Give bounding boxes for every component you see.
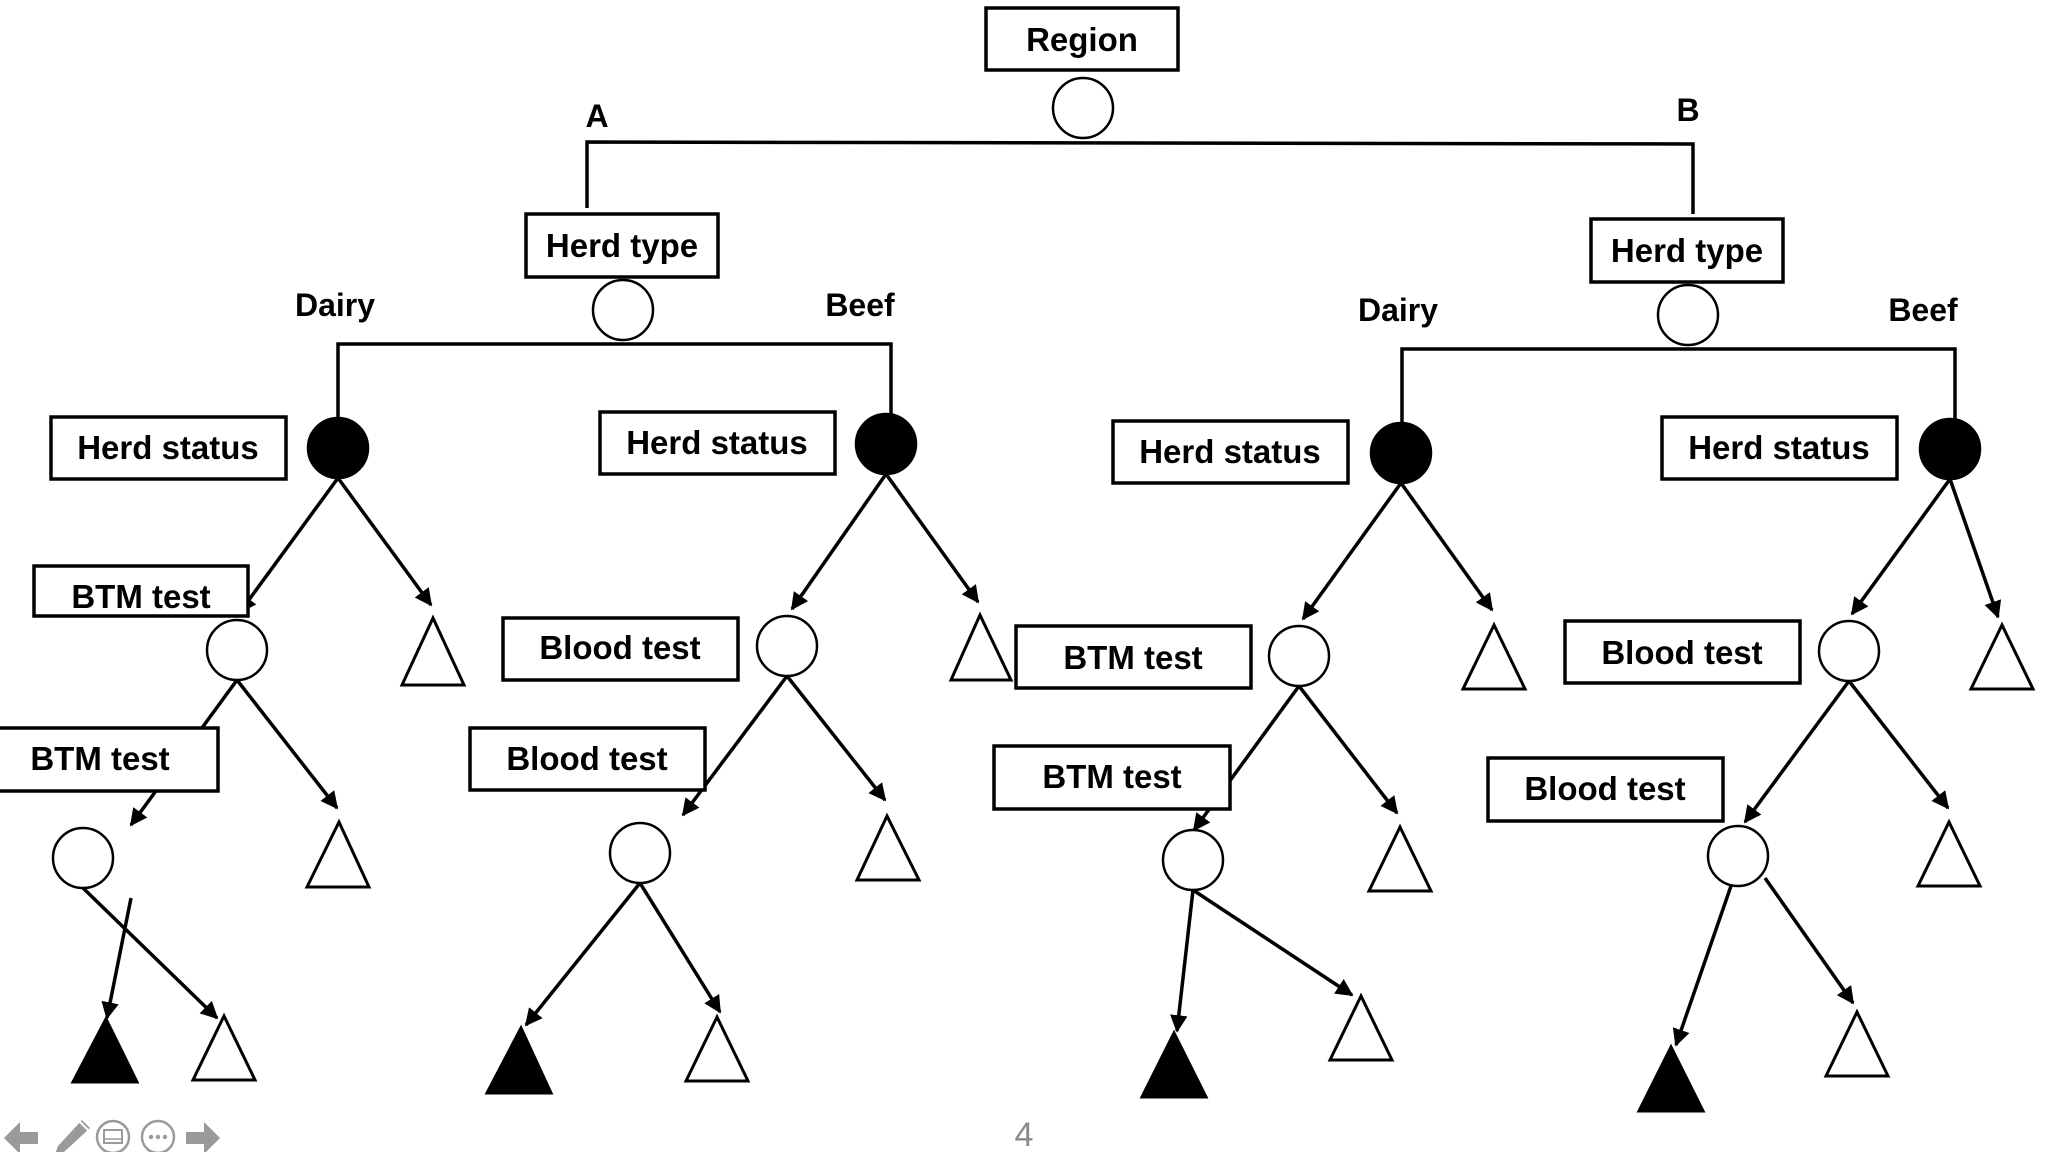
right-beef-branch: Herd status Blood test Blood test	[1486, 415, 2036, 1113]
left-herd-type-node: Herd type	[524, 212, 720, 342]
left-beef-branch: Herd status Blood test Blood test	[468, 410, 1014, 1095]
left-beef-test1-outcome-triangle	[854, 812, 922, 882]
left-beef-label: Beef	[825, 287, 895, 323]
right-beef-negative-triangle	[1823, 1008, 1891, 1078]
left-dairy-label: Dairy	[295, 287, 375, 323]
right-beef-status-node	[1918, 417, 1982, 481]
left-dairy-test2-label: BTM test	[30, 740, 169, 777]
left-dairy-test1-outcome-triangle	[304, 818, 372, 889]
right-dairy-negative-triangle	[1327, 992, 1395, 1062]
root-chance-node	[1051, 76, 1115, 140]
branch-label-a: A	[585, 98, 608, 134]
right-dairy-test1-node	[1267, 624, 1331, 688]
left-beef-outcome-triangle	[948, 611, 1014, 682]
left-herd-type-branch-line	[336, 342, 893, 442]
right-beef-test1-outcome-triangle	[1915, 818, 1983, 888]
left-beef-test1-label: Blood test	[539, 629, 700, 666]
right-dairy-outcome-triangle	[1460, 621, 1528, 691]
left-dairy-test2-node	[51, 826, 115, 890]
page-number: 4	[1015, 1116, 1034, 1152]
right-dairy-positive-triangle	[1139, 1029, 1209, 1099]
left-herd-type-label: Herd type	[546, 227, 698, 264]
right-herd-type-node: Herd type	[1589, 217, 1785, 347]
left-beef-test1-node	[755, 614, 819, 678]
right-dairy-test1-label: BTM test	[1063, 639, 1202, 676]
right-dairy-branch: Herd status BTM test BTM test	[992, 419, 1528, 1099]
branch-label-b: B	[1676, 92, 1699, 128]
right-dairy-test1-outcome-triangle	[1366, 823, 1434, 893]
right-beef-positive-triangle	[1636, 1043, 1706, 1113]
root-label: Region	[1026, 21, 1138, 58]
slide-more-button[interactable]	[140, 1119, 176, 1152]
right-beef-outcome-triangle	[1968, 621, 2036, 691]
right-dairy-status-node	[1369, 421, 1433, 485]
slide-view-button[interactable]	[95, 1119, 131, 1152]
left-beef-negative-triangle	[683, 1013, 751, 1083]
right-dairy-test2-node	[1161, 828, 1225, 892]
left-dairy-test1-label: BTM test	[71, 578, 210, 615]
right-herd-type-chance-node	[1656, 283, 1720, 347]
root-node: Region	[984, 6, 1180, 140]
slide-prev-button[interactable]	[4, 1122, 38, 1152]
right-herd-type-branch-line	[1400, 347, 1957, 447]
right-herd-type-label: Herd type	[1611, 232, 1763, 269]
right-beef-status-label: Herd status	[1688, 429, 1870, 466]
right-dairy-label: Dairy	[1358, 292, 1438, 328]
right-dairy-status-label: Herd status	[1139, 433, 1321, 470]
left-dairy-test1-node	[205, 618, 269, 682]
left-dairy-positive-triangle	[70, 1015, 140, 1084]
left-dairy-status-label: Herd status	[77, 429, 259, 466]
slide-pen-button[interactable]	[55, 1120, 90, 1152]
right-beef-label: Beef	[1888, 292, 1958, 328]
left-beef-status-node	[854, 412, 918, 476]
left-beef-positive-triangle	[484, 1024, 554, 1095]
pen-icon	[55, 1120, 90, 1152]
left-beef-test2-label: Blood test	[506, 740, 667, 777]
slide-view-icon	[95, 1119, 131, 1152]
right-beef-test1-label: Blood test	[1601, 634, 1762, 671]
more-options-icon	[140, 1119, 176, 1152]
right-beef-test1-node	[1817, 619, 1881, 683]
arrow-left-icon	[4, 1122, 38, 1152]
slide-next-button[interactable]	[186, 1122, 220, 1152]
left-dairy-outcome-triangle	[399, 614, 467, 687]
left-dairy-negative-triangle	[190, 1012, 258, 1082]
left-dairy-status-node	[306, 416, 370, 480]
left-dairy-branch: Herd status BTM test BTM test	[0, 415, 467, 1084]
right-beef-test2-node	[1706, 824, 1770, 888]
left-herd-type-chance-node	[591, 278, 655, 342]
left-beef-status-label: Herd status	[626, 424, 808, 461]
region-branch-line	[585, 140, 1695, 214]
right-beef-test2-label: Blood test	[1524, 770, 1685, 807]
arrow-right-icon	[186, 1122, 220, 1152]
left-beef-test2-node	[608, 821, 672, 885]
right-dairy-test2-label: BTM test	[1042, 758, 1181, 795]
